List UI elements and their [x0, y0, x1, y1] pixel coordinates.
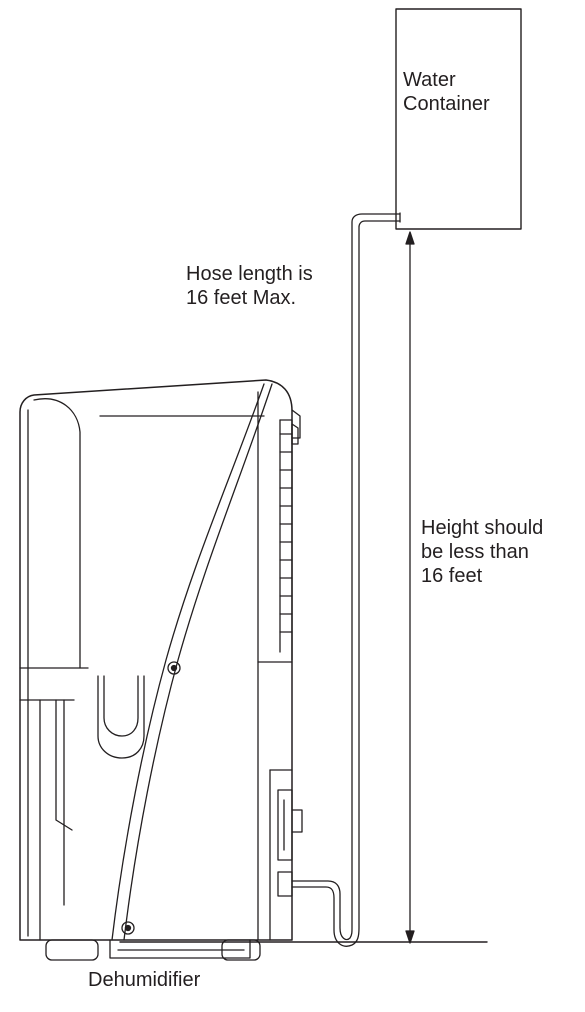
water-container-label: Water Container — [403, 68, 490, 116]
water-container-label-line: Container — [403, 93, 490, 115]
hose-length-label: Hose length is 16 feet Max. — [186, 262, 313, 310]
height-limit-label-line: be less than — [421, 541, 529, 563]
height-limit-label-line: 16 feet — [421, 565, 483, 587]
water-container-box — [395, 8, 522, 230]
dehumidifier-illustration — [19, 379, 303, 961]
hose-length-label-line: 16 feet Max. — [186, 287, 297, 309]
hose-length-label-line: Hose length is — [186, 263, 313, 285]
height-limit-label: Height should be less than 16 feet — [421, 516, 543, 588]
height-dimension-arrow — [405, 231, 415, 944]
drain-hose — [291, 212, 401, 947]
height-limit-label-line: Height should — [421, 517, 544, 539]
water-container-label-line: Water — [403, 69, 456, 91]
dehumidifier-label: Dehumidifier — [88, 969, 201, 991]
